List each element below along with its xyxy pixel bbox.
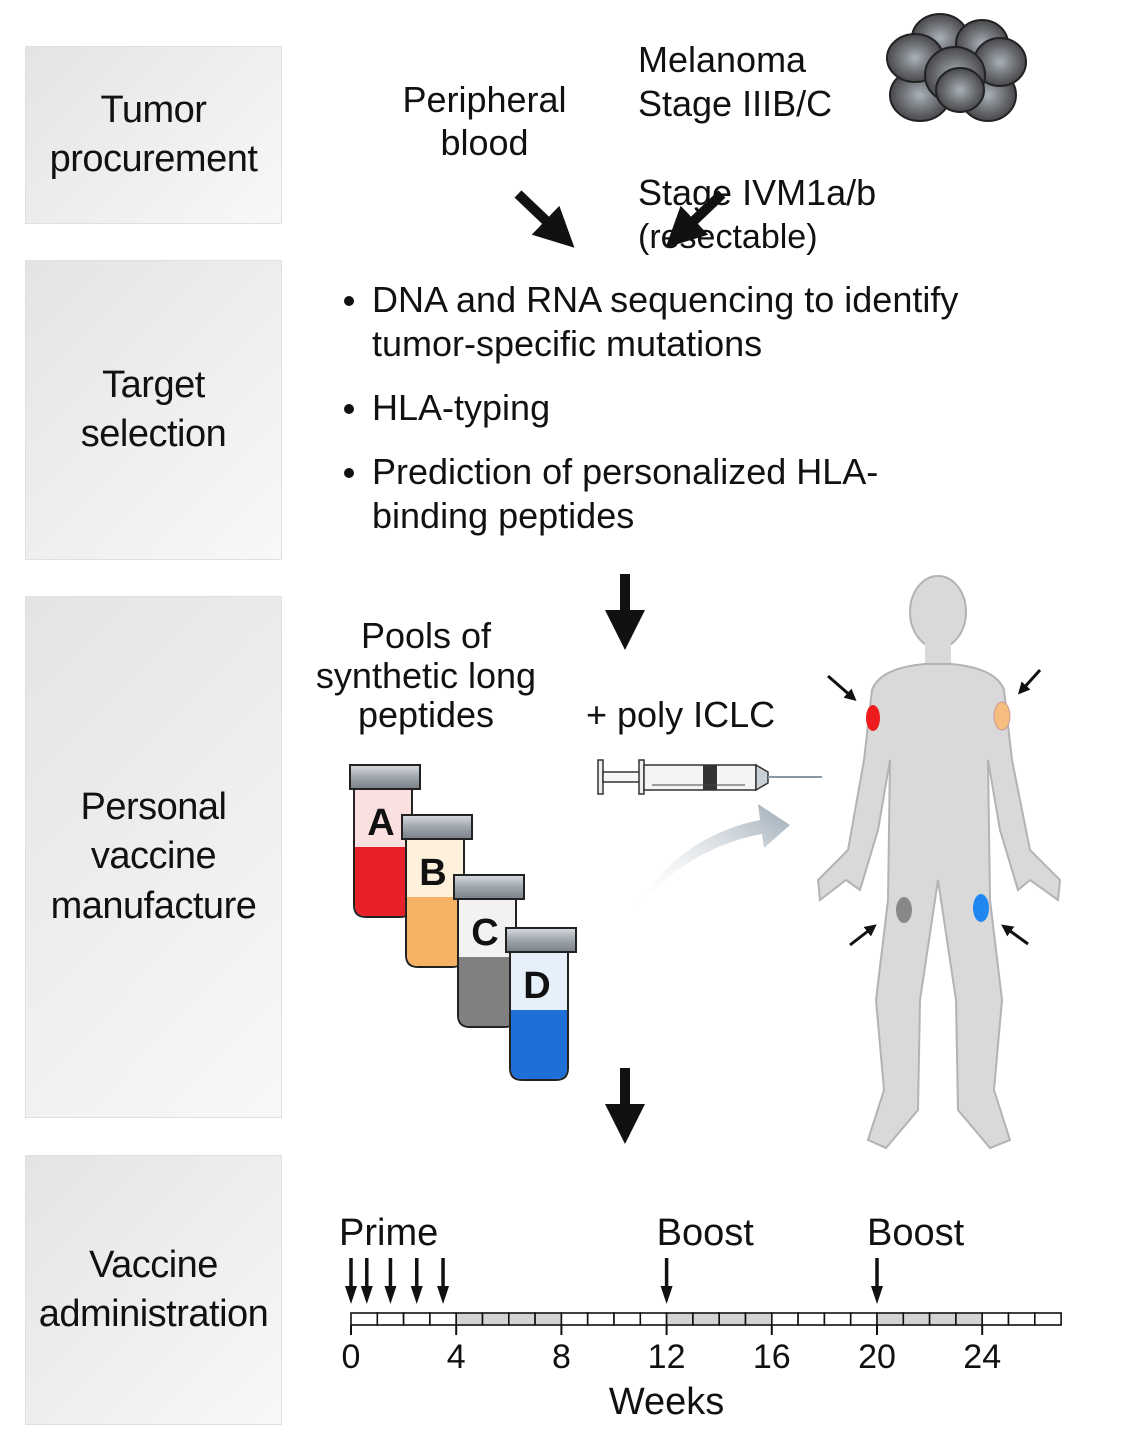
tick-label: 24 [963,1338,1001,1376]
tick-label: 20 [858,1338,896,1376]
dose-arrow-icon [660,1286,673,1304]
tumor-cells-icon [886,13,1027,122]
vial-a: A [349,764,421,918]
injection-site-right-arm [866,705,880,731]
timeline-cell [507,1312,536,1326]
timeline-cell [613,1312,642,1326]
event-label-prime: Prime [339,1212,438,1254]
stage-box-vaccine-administration: Vaccine administration [25,1155,282,1425]
tick-label: 12 [648,1338,686,1376]
peripheral-blood-label: Peripheral blood [402,79,567,164]
pointer-arrow-icon [1001,924,1029,946]
injection-site-left-thigh [973,894,989,922]
target-selection-list: DNA and RNA sequencing to identify tumor… [340,278,958,558]
stage-box-target-selection: Target selection [25,260,282,560]
bullet-item: DNA and RNA sequencing to identify tumor… [340,278,958,366]
vial-liquid [407,897,463,966]
dose-arrow-icon [384,1286,397,1304]
timeline-cell [534,1312,563,1326]
dose-arrow-icon [345,1286,357,1304]
pools-label: Pools of synthetic long peptides [315,615,537,736]
timeline-cell [876,1312,905,1326]
dose-arrow-icon [437,1286,450,1304]
adjuvant-label: + poly ICLC [586,694,776,735]
timeline-cell [560,1312,589,1326]
human-body-icon [816,575,1062,1150]
timeline-cell [481,1312,510,1326]
injection-site-right-thigh [896,897,912,923]
vial-c: C [453,874,525,1028]
timeline-cell [744,1312,773,1326]
event-label-boost: Boost [867,1212,965,1254]
tick-label: 8 [552,1338,571,1376]
dose-arrow-icon [360,1286,373,1304]
timeline-cell [1034,1312,1062,1326]
stage-label: Personal vaccine manufacture [50,785,257,927]
vial-liquid [511,1010,567,1079]
vial-cap [453,874,525,900]
vial-liquid [459,957,515,1026]
timeline-cell [797,1312,826,1326]
vial-liquid [355,847,411,916]
timeline-cell [586,1312,615,1326]
timeline-cell [902,1312,931,1326]
timeline-cell [718,1312,747,1326]
timeline-cell [402,1312,431,1326]
bullet-item: Prediction of personalized HLA- binding … [340,450,958,538]
bullet-item: HLA-typing [340,386,958,430]
vial-cap [349,764,421,790]
x-axis-label: Weeks [609,1381,724,1423]
stage-box-tumor-procurement: Tumor procurement [25,46,282,224]
timeline-cell [376,1312,405,1326]
timeline-cell [665,1312,694,1326]
stage-label: Target selection [80,363,227,455]
melanoma-stage-1: Stage IIIB/C [638,83,833,124]
vial-letter: B [419,852,446,894]
vial-cap [505,927,577,953]
arrow-down-right-icon [514,190,575,248]
timeline-cell [350,1312,379,1326]
vial-letter: D [523,965,550,1007]
melanoma-title: Melanoma [638,39,807,80]
curved-arrow-icon [632,804,790,916]
timeline-cell [770,1312,799,1326]
arrow-down-left-icon [665,190,726,248]
syringe-icon [597,759,822,795]
pointer-arrow-icon [827,674,857,701]
stage-box-vaccine-manufacture: Personal vaccine manufacture [25,596,282,1118]
dose-arrow-icon [410,1286,423,1304]
injection-site-left-arm [993,701,1011,731]
vial-letter: A [367,802,394,844]
dose-arrow-icon [871,1286,883,1304]
timeline-cell [955,1312,984,1326]
timeline-cell [981,1312,1010,1326]
vial-letter: C [471,912,498,954]
event-label-boost: Boost [657,1212,755,1254]
tick-label: 0 [342,1338,361,1376]
timeline-cell [928,1312,957,1326]
timeline-cell [639,1312,668,1326]
timeline-cell [692,1312,721,1326]
timeline-cell [1007,1312,1036,1326]
timeline-cell [429,1312,457,1326]
tick-label: 4 [447,1338,466,1376]
timeline-cell [455,1312,484,1326]
stage-label: Vaccine administration [38,1243,269,1335]
stage-label: Tumor procurement [49,88,258,180]
pointer-arrow-icon [849,924,877,947]
vial-cap [401,814,473,840]
timeline-cell [849,1312,878,1326]
tick-label: 16 [753,1338,791,1376]
pointer-arrow-icon [1017,668,1042,695]
timeline-cell [823,1312,852,1326]
vial-d: D [505,927,577,1081]
